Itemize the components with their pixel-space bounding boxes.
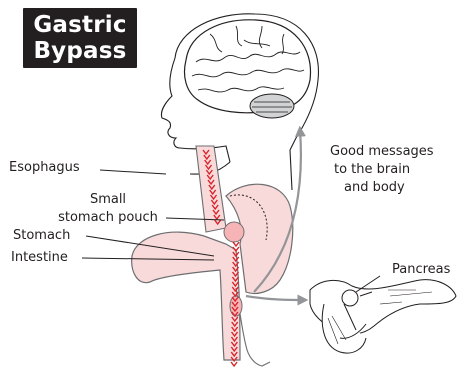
brain-icon: [185, 20, 311, 118]
label-small-pouch-line2: stomach pouch: [48, 210, 168, 226]
label-messages-line2: to the brain: [334, 162, 410, 178]
signal-arrow-to-pancreas: [246, 296, 304, 300]
intestine-stitch: [231, 362, 237, 366]
title-line-2: Bypass: [33, 38, 126, 64]
label-small-pouch-line1: Small: [48, 192, 168, 208]
intestine-stitch: [233, 242, 239, 246]
title-badge: Gastric Bypass: [23, 8, 137, 68]
small-stomach-pouch: [224, 222, 244, 242]
label-pancreas: Pancreas: [392, 262, 450, 278]
pancreas-icon: [310, 280, 456, 353]
title-line-1: Gastric: [33, 12, 126, 38]
label-messages-line1: Good messages: [330, 144, 434, 160]
label-intestine: Intestine: [11, 250, 68, 266]
label-messages-line3: and body: [344, 180, 405, 196]
label-stomach: Stomach: [13, 228, 70, 244]
label-esophagus: Esophagus: [9, 160, 80, 176]
